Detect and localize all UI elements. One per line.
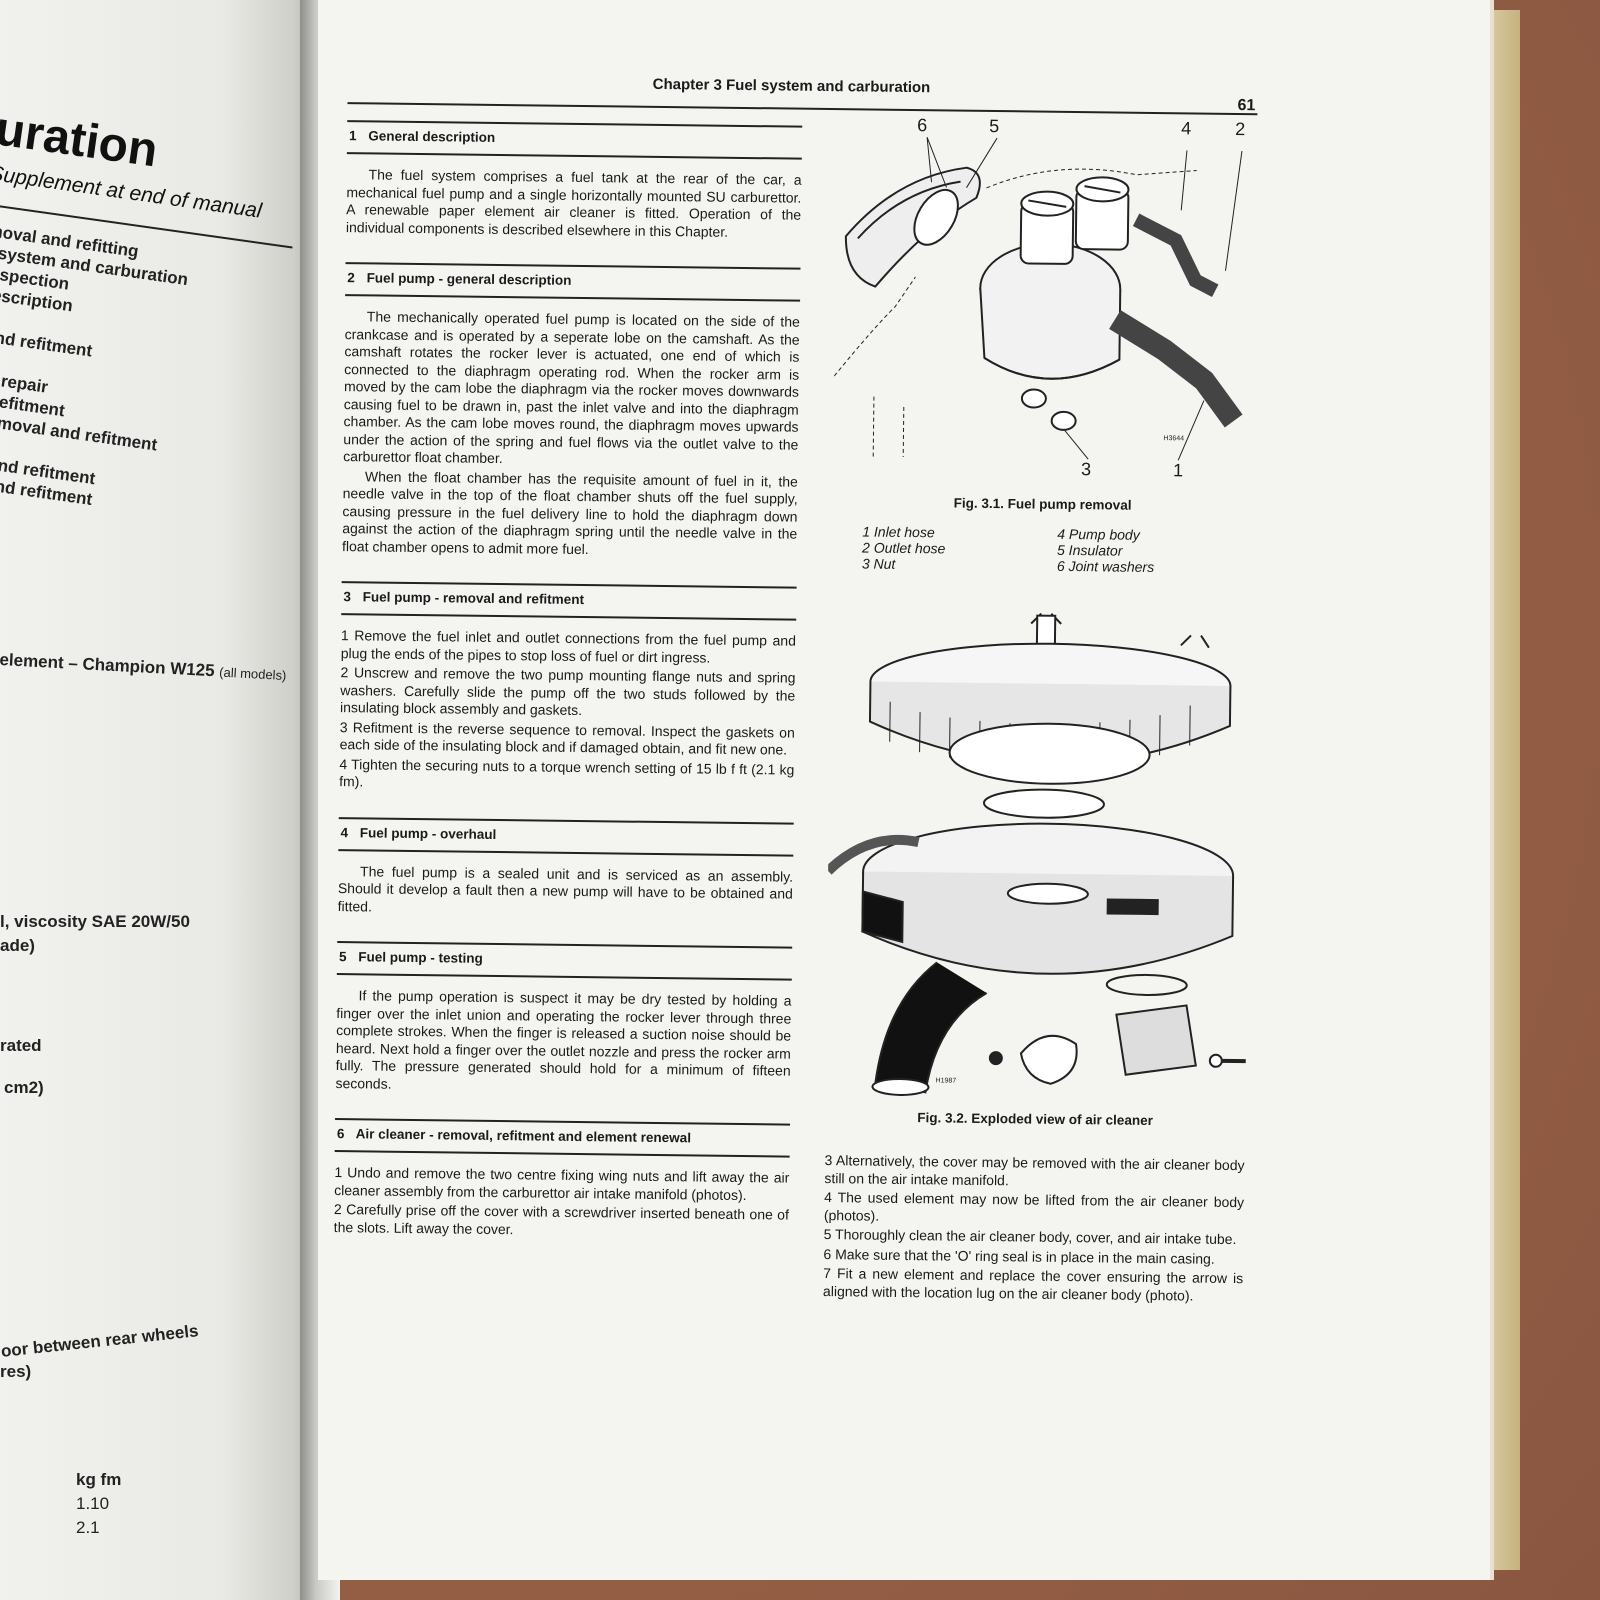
running-head: Chapter 3 Fuel system and carburation: [652, 75, 931, 97]
numbered-step: 5 Thoroughly clean the air cleaner body,…: [823, 1226, 1237, 1248]
numbered-step: 7 Fit a new element and replace the cove…: [822, 1265, 1244, 1304]
numbered-step: 3 Refitment is the reverse sequence to r…: [339, 718, 795, 758]
numbered-step: 3 Alternatively, the cover may be remove…: [824, 1152, 1245, 1188]
numbered-step: 1 Remove the fuel inlet and outlet conne…: [340, 627, 797, 666]
section-air-cleaner: 6 Air cleaner - removal, refitment and e…: [333, 1118, 791, 1242]
left-page-header: uration Supplement at end of manual remo…: [0, 100, 320, 536]
air-cleaner-steps-continued: 3 Alternatively, the cover may be remove…: [823, 1152, 1245, 1305]
numbered-step: 2 Unscrew and remove the two pump mounti…: [339, 664, 796, 719]
numbered-step: 1 Undo and remove the two centre fixing …: [334, 1164, 790, 1203]
paragraph: The mechanically operated fuel pump is l…: [343, 308, 800, 467]
section-title: Fuel pump - overhaul: [359, 824, 497, 842]
spec-oil-line: l, viscosity SAE 20W/50: [0, 912, 190, 931]
text-column-right: H3644 6 5 4 2 3 1 Fig. 3.1. Fuel pump re…: [823, 115, 1257, 1307]
section-title: Air cleaner - removal, refitment and ele…: [355, 1126, 692, 1146]
section-title: General description: [368, 128, 496, 145]
spec-res-line: res): [0, 1362, 32, 1381]
fuel-pump-illustration: H3644: [833, 137, 1243, 461]
paragraph: The fuel pump is a sealed unit and is se…: [337, 862, 794, 914]
section-heading: 6 Air cleaner - removal, refitment and e…: [334, 1118, 791, 1158]
section-general-description: 1 General description The fuel system co…: [345, 120, 803, 242]
section-heading: 3 Fuel pump - removal and refitment: [341, 581, 797, 621]
section-title: Fuel pump - general description: [366, 270, 572, 288]
torque-value: 1.10: [76, 1494, 110, 1513]
left-page: uration Supplement at end of manual remo…: [0, 0, 320, 1600]
torque-value: 2.1: [76, 1518, 100, 1537]
figure-code: H1987: [936, 1077, 957, 1084]
air-cleaner-illustration: H1987: [824, 612, 1246, 1096]
callout-label: 1: [1172, 460, 1184, 481]
spec-rated-line: rated: [0, 1036, 42, 1055]
callout-label: 2: [1235, 118, 1246, 140]
section-fuel-pump-testing: 5 Fuel pump - testing If the pump operat…: [335, 941, 793, 1098]
section-fuel-pump-overhaul: 4 Fuel pump - overhaul The fuel pump is …: [337, 816, 794, 921]
section-number: 2: [347, 270, 355, 286]
section-number: 1: [348, 128, 357, 144]
paragraph: The fuel system comprises a fuel tank at…: [345, 166, 802, 240]
figure-air-cleaner: H1987: [824, 601, 1251, 1106]
figure-code: H3644: [1163, 435, 1184, 442]
spec-element-line: element – Champion W125: [0, 650, 216, 681]
section-heading: 4 Fuel pump - overhaul: [338, 816, 794, 857]
section-number: 3: [343, 589, 352, 605]
spec-element-note: (all models): [218, 664, 287, 684]
paragraph: If the pump operation is suspect it may …: [335, 987, 792, 1092]
header-rule: [347, 102, 1258, 116]
spec-grade-line: ade): [0, 936, 35, 955]
numbered-step: 2 Carefully prise off the cover with a s…: [333, 1201, 790, 1237]
numbered-step: 4 Tighten the securing nuts to a torque …: [339, 755, 795, 790]
section-heading: 5 Fuel pump - testing: [336, 941, 793, 981]
text-column-left: 1 General description The fuel system co…: [333, 120, 803, 1267]
legend-item: 6 Joint washers: [1056, 557, 1155, 576]
page-edge: [1490, 10, 1520, 1570]
figure-caption: Fig. 3.2. Exploded view of air cleaner: [917, 1110, 1153, 1129]
figure-caption: Fig. 3.1. Fuel pump removal: [953, 495, 1132, 513]
figure-legend: 1 Inlet hose 4 Pump body 2 Outlet hose 5…: [832, 523, 1253, 576]
page-content: Chapter 3 Fuel system and carburation 6 1…: [334, 60, 1268, 1303]
torque-header: kg fm: [76, 1470, 122, 1489]
numbered-step: 4 The used element may now be lifted fro…: [823, 1189, 1245, 1224]
contents-list: removal and refitting uel system and car…: [0, 218, 310, 536]
paragraph: When the float chamber has the requisite…: [341, 467, 798, 557]
section-number: 6: [336, 1126, 345, 1142]
callout-label: 4: [1181, 118, 1192, 139]
section-title: Fuel pump - removal and refitment: [362, 589, 585, 608]
spec-floor-line: oor between rear wheels: [0, 1321, 200, 1361]
spec-cm-line: cm2): [4, 1078, 44, 1097]
numbered-step: 6 Make sure that the 'O' ring seal is in…: [823, 1245, 1215, 1267]
section-number: 4: [340, 824, 349, 840]
right-page: Chapter 3 Fuel system and carburation 6 1…: [318, 0, 1490, 1580]
section-number: 5: [338, 949, 347, 965]
section-heading: 1 General description: [346, 120, 803, 160]
callout-label: 3: [1080, 459, 1092, 480]
legend-item: 3 Nut: [861, 555, 896, 572]
callout-label: 5: [989, 115, 1000, 137]
section-fuel-pump-removal: 3 Fuel pump - removal and refitment 1 Re…: [339, 581, 797, 796]
section-title: Fuel pump - testing: [358, 949, 483, 966]
section-heading: 2 Fuel pump - general description: [345, 262, 801, 302]
section-fuel-pump-description: 2 Fuel pump - general description The me…: [342, 262, 801, 561]
figure-fuel-pump: H3644 6 5 4 2 3 1: [833, 115, 1257, 491]
callout-label: 6: [917, 115, 928, 136]
